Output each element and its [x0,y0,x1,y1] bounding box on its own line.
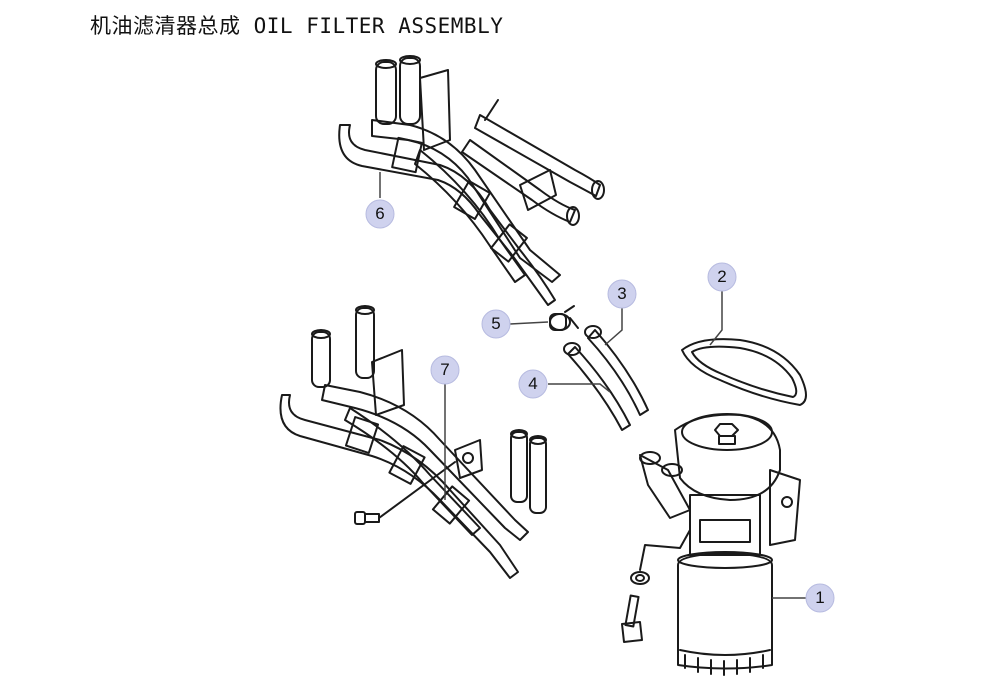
callout-7[interactable]: 7 [430,355,460,385]
hose-clamp [549,305,579,331]
callout-1-label: 1 [815,588,825,607]
upper-pipe-assembly [338,55,605,306]
washer-and-bolt [621,571,650,643]
lower-pipe-assembly [279,305,547,579]
callout-1[interactable]: 1 [805,583,835,613]
callout-3[interactable]: 3 [607,279,637,309]
callout-6[interactable]: 6 [365,199,395,229]
callout-4-label: 4 [528,374,538,393]
diagram-title: 机油滤清器总成 OIL FILTER ASSEMBLY [90,14,504,38]
callout-7-label: 7 [440,360,450,379]
gasket [681,338,807,406]
callout-3-label: 3 [617,284,627,303]
oil-filter-housing [639,413,801,676]
callout-4[interactable]: 4 [518,369,548,399]
callout-5-label: 5 [491,314,501,333]
callout-2-label: 2 [717,267,727,286]
callout-5[interactable]: 5 [481,309,511,339]
hoses [563,325,649,431]
bolt-small [354,461,456,525]
callout-6-label: 6 [375,204,385,223]
callout-2[interactable]: 2 [707,262,737,292]
leader-lines [379,172,806,599]
